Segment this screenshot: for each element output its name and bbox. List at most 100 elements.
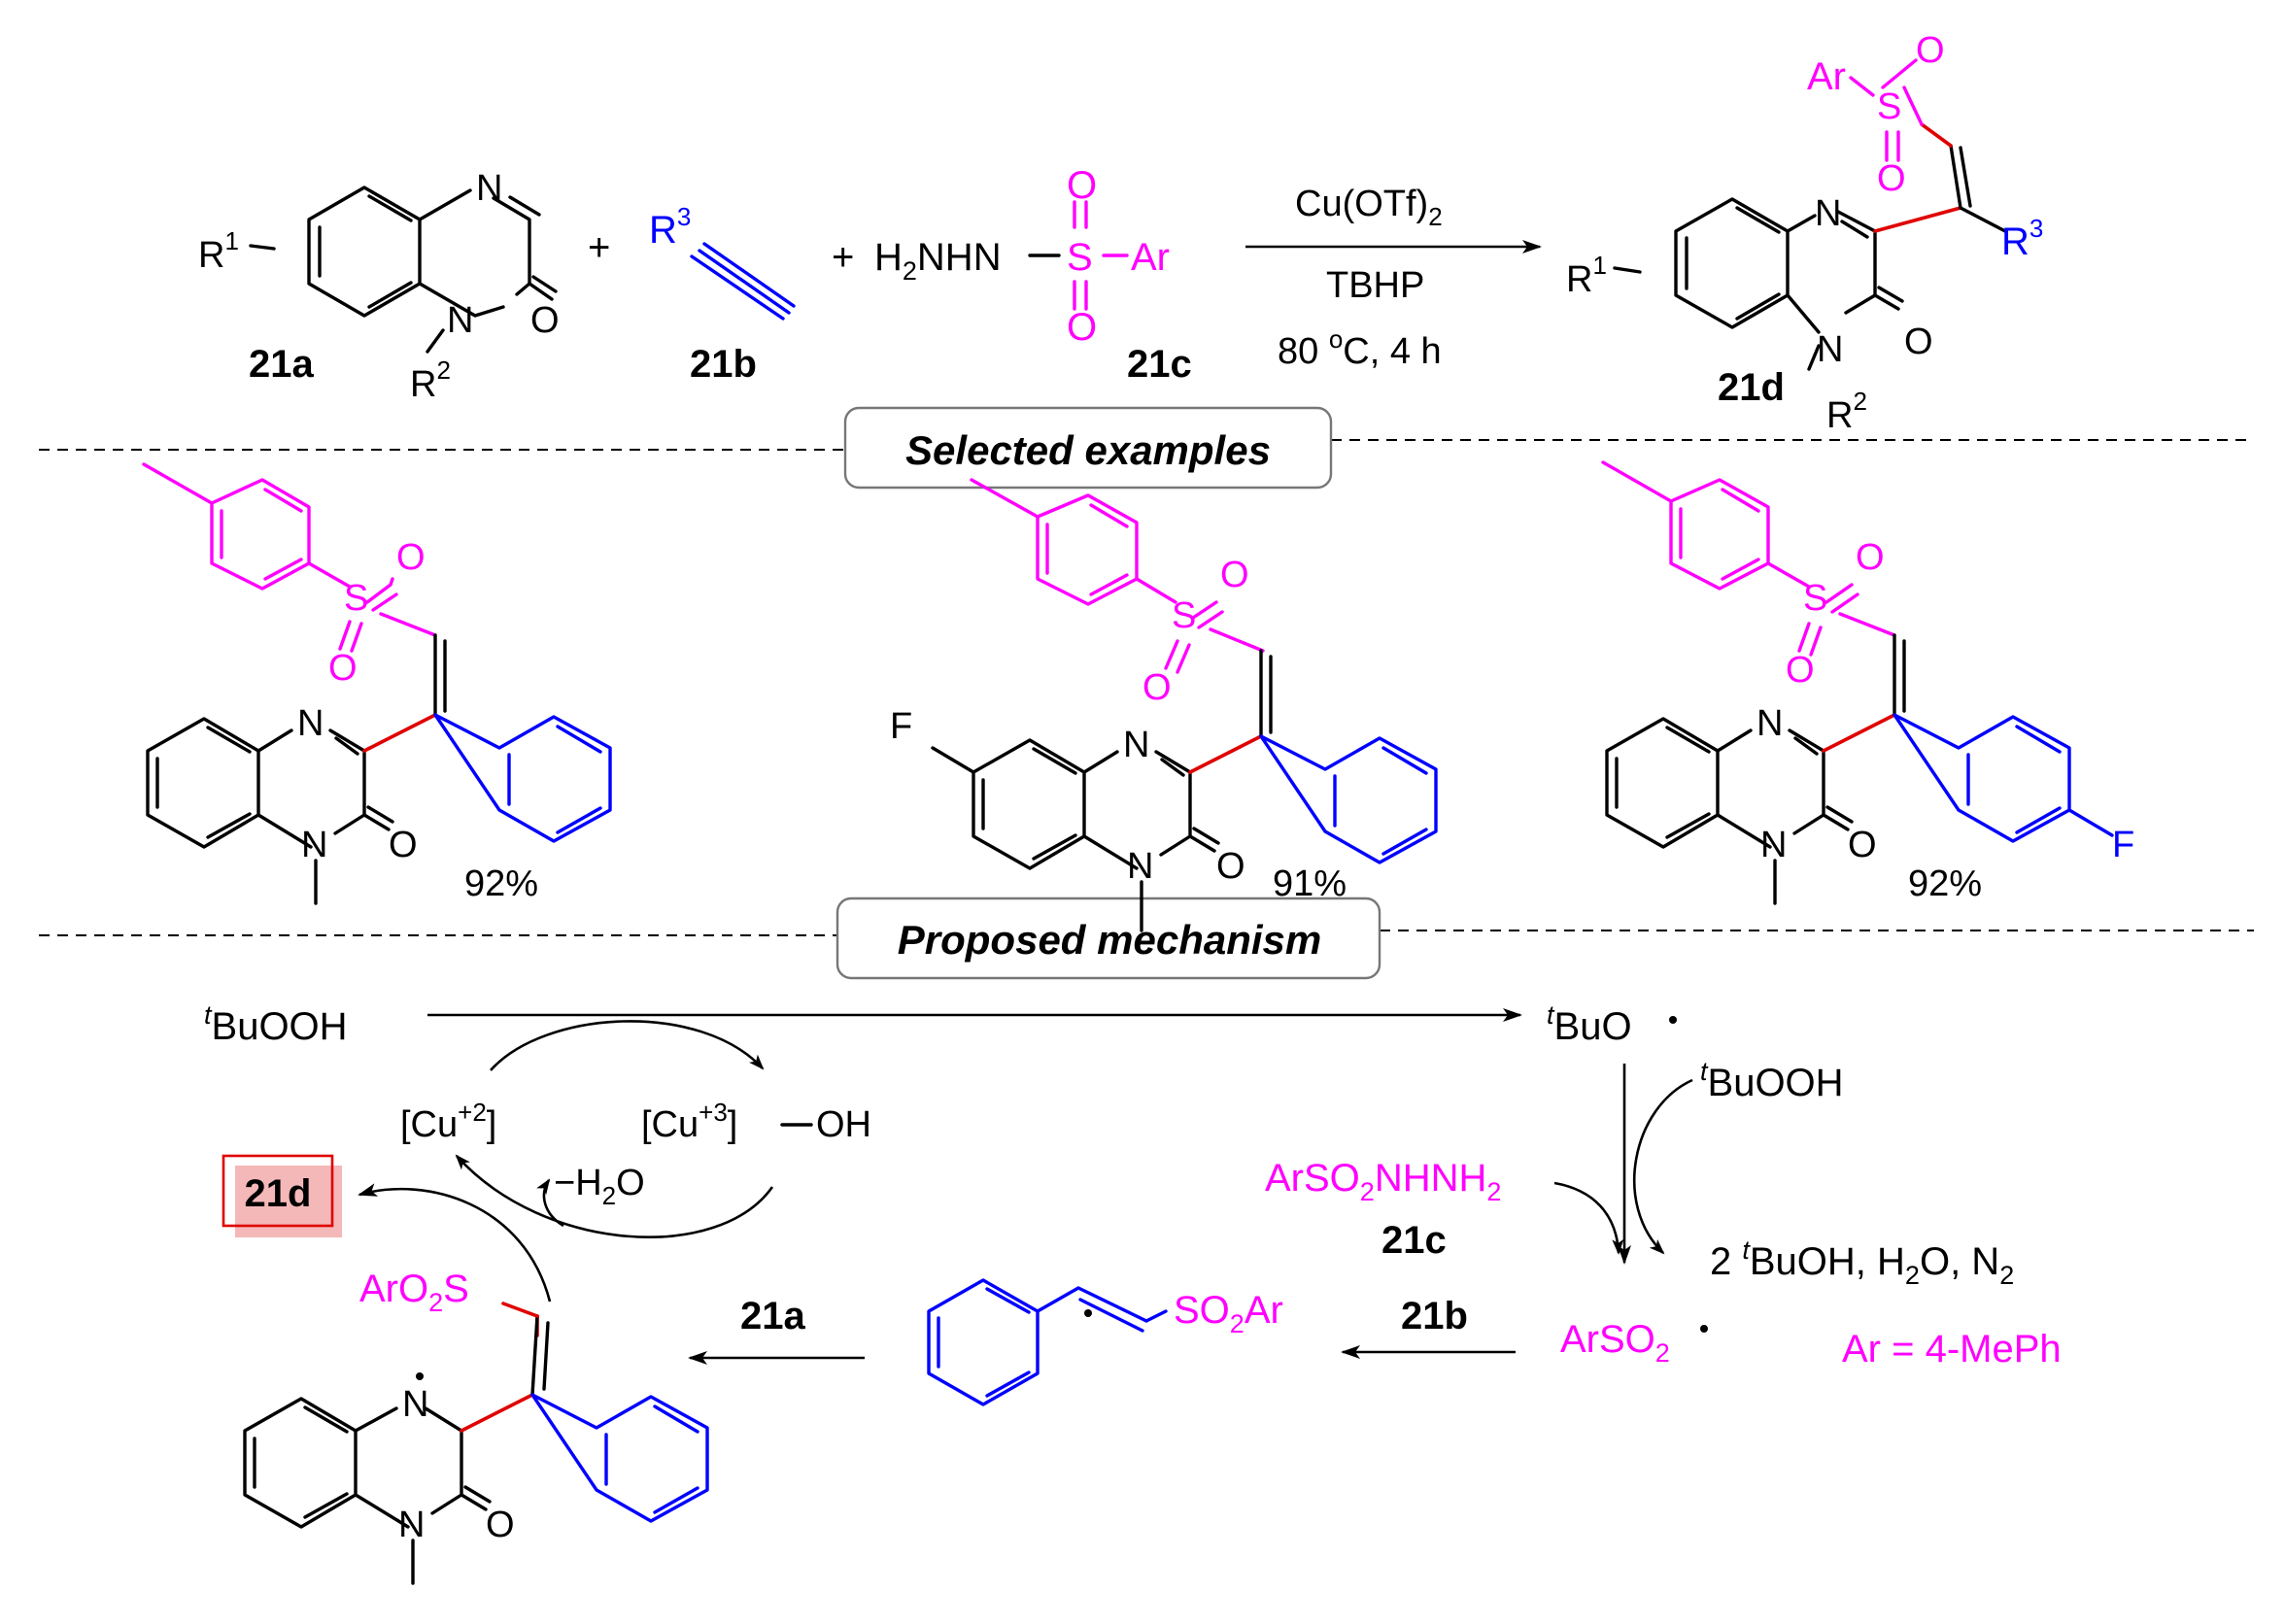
- example-2-structure: [931, 478, 1438, 932]
- atom-N: N: [1756, 703, 1783, 744]
- cu3-species: [Cu+3]: [641, 1098, 737, 1145]
- vinyl-sulfonyl-group: SO2Ar: [1174, 1289, 1283, 1338]
- tbuo-radical: tBuO: [1547, 1000, 1632, 1048]
- section-title-mechanism: Proposed mechanism: [898, 917, 1321, 963]
- condition-temperature-time: 80 oC, 4 h: [1278, 324, 1442, 372]
- atom-O: O: [1786, 650, 1815, 691]
- atom-O: O: [328, 648, 358, 689]
- cu2-species: [Cu+2]: [400, 1098, 496, 1145]
- atom-S: S: [1877, 86, 1901, 127]
- substituent-r1: R1: [198, 226, 239, 276]
- example-1-structure: [142, 462, 612, 905]
- example-3-structure: [1601, 460, 2114, 905]
- tbuooh-second: tBuOOH: [1700, 1057, 1844, 1104]
- atom-N: N: [1817, 329, 1843, 370]
- atom-N: N: [1127, 846, 1153, 887]
- hydrazide-arrow: [1553, 1181, 1624, 1255]
- atom-O: O: [486, 1505, 515, 1545]
- water-loss-arrow: [536, 1178, 564, 1228]
- byproducts: 2 tBuOH, H2O, N2: [1710, 1235, 2014, 1290]
- sulfonyl-bonds: [1073, 200, 1129, 311]
- atom-F: F: [2112, 825, 2134, 865]
- label-21c: 21c: [1127, 343, 1192, 386]
- atom-S: S: [1172, 595, 1196, 636]
- substituent-r3: R3: [2001, 214, 2043, 263]
- atom-O: O: [530, 300, 560, 341]
- sulfonyl-hydrazide: ArSO2NHNH2: [1265, 1157, 1501, 1206]
- atom-O: O: [1216, 846, 1245, 887]
- atom-F: F: [890, 706, 912, 747]
- atom-O: O: [1142, 667, 1172, 708]
- atom-O: O: [1856, 537, 1885, 578]
- substituent-r2: R2: [410, 355, 451, 405]
- atom-O: O: [396, 537, 426, 578]
- to-product-arrow: [358, 1183, 552, 1303]
- mechanism-header-box: [836, 897, 1381, 980]
- yield-3: 92%: [1908, 863, 1982, 904]
- plus-sign: +: [588, 226, 610, 269]
- atom-N: N: [1760, 825, 1787, 865]
- substituent-r1: R1: [1566, 251, 1607, 300]
- atom-O: O: [1067, 306, 1097, 349]
- compound-21d-structure: [1613, 122, 2007, 371]
- plus-sign: +: [832, 236, 854, 279]
- substituent-r2: R2: [1826, 387, 1867, 436]
- examples-header-box: [843, 406, 1333, 490]
- atom-N: N: [476, 168, 502, 209]
- condition-oxidant: TBHP: [1326, 265, 1424, 306]
- radical-dot: [1700, 1325, 1708, 1333]
- hydrazine-group: H2NHN: [874, 236, 1002, 286]
- radical-dot: [1084, 1309, 1092, 1317]
- sulfonyl-radical: ArSO2: [1560, 1318, 1670, 1368]
- product-21d: 21d: [245, 1172, 312, 1215]
- tbuooh-arrow: [1632, 1078, 1693, 1255]
- vinyl-radical-structure: [927, 1278, 1168, 1406]
- label-21a: 21a: [249, 343, 314, 386]
- radical-dot: [1669, 1016, 1677, 1024]
- cu-oxidation-arrow: [490, 1020, 765, 1071]
- atom-O: O: [1877, 158, 1906, 199]
- label-21a-mech: 21a: [740, 1295, 805, 1337]
- compound-21b-alkyne: [698, 242, 796, 315]
- atom-N: N: [402, 1384, 428, 1425]
- atom-O: O: [1916, 30, 1945, 71]
- atom-N: N: [301, 825, 327, 865]
- atom-O: O: [389, 825, 418, 865]
- water-loss: −H2O: [554, 1163, 645, 1210]
- yield-1: 92%: [464, 863, 538, 904]
- atom-S: S: [1803, 578, 1827, 619]
- hydroxide: OH: [816, 1104, 871, 1145]
- yield-2: 91%: [1273, 863, 1347, 904]
- label-21c-mech: 21c: [1381, 1219, 1447, 1262]
- condition-catalyst: Cu(OTf)2: [1295, 184, 1443, 231]
- atom-S: S: [344, 578, 368, 619]
- cu-reduction-arrow: [455, 1154, 774, 1238]
- atom-O: O: [1067, 164, 1097, 207]
- radical-dot: [416, 1372, 424, 1380]
- arylsulfonyl-group: ArO2S: [359, 1268, 469, 1317]
- atom-O: O: [1848, 825, 1877, 865]
- atom-O: O: [1904, 321, 1933, 362]
- atom-N: N: [1123, 725, 1149, 765]
- alkyne-bond: [690, 254, 785, 321]
- atom-O: O: [1220, 555, 1249, 595]
- n-radical-intermediate-structure: [243, 1314, 709, 1585]
- product-box: [222, 1154, 334, 1228]
- atom-N: N: [1815, 193, 1841, 234]
- tbuooh-reagent: tBuOOH: [204, 1000, 348, 1048]
- sulfonyl-bonds: [1849, 58, 1924, 162]
- s-c-bond: [501, 1302, 539, 1318]
- section-title-examples: Selected examples: [905, 427, 1271, 473]
- atom-N: N: [297, 703, 324, 744]
- atom-S: S: [1067, 236, 1093, 279]
- label-21d: 21d: [1718, 366, 1785, 409]
- atom-N: N: [398, 1505, 425, 1545]
- substituent-r3: R3: [649, 202, 691, 252]
- compound-21a-structure: [249, 186, 558, 354]
- aryl-group: Ar: [1807, 55, 1846, 98]
- aryl-definition: Ar = 4-MePh: [1842, 1328, 2062, 1370]
- atom-N: N: [447, 300, 473, 341]
- aryl-group: Ar: [1131, 236, 1170, 279]
